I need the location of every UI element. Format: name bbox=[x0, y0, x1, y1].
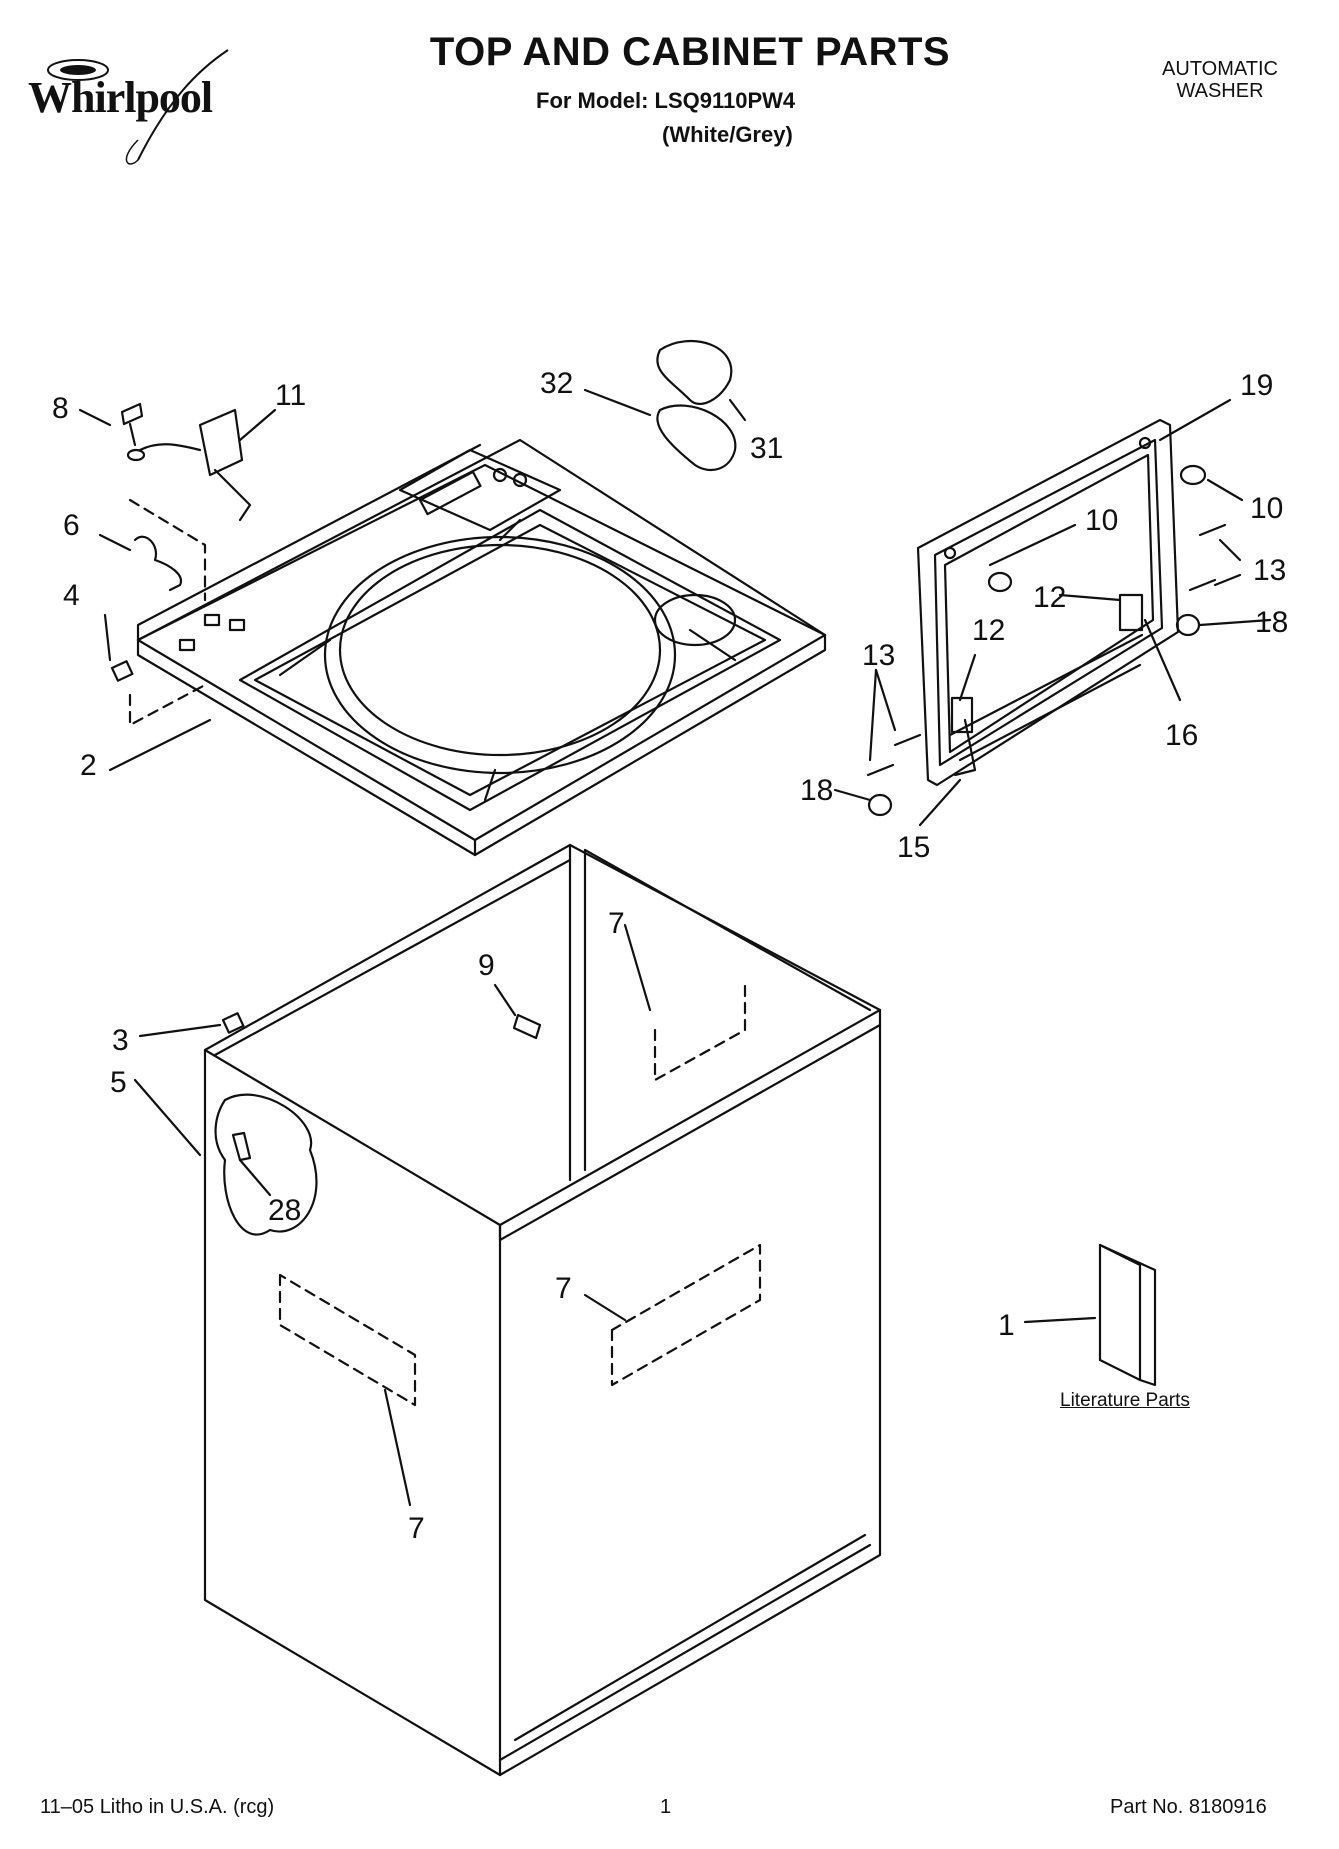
callout-8: 8 bbox=[52, 392, 69, 425]
brand-logo bbox=[47, 49, 229, 165]
callout-1: 1 bbox=[998, 1309, 1015, 1342]
callout-5: 5 bbox=[110, 1066, 127, 1099]
washer-top bbox=[136, 438, 827, 857]
callout-2: 2 bbox=[80, 749, 97, 782]
callout-28: 28 bbox=[268, 1194, 301, 1227]
callout-labels: 8 11 32 31 19 6 4 2 10 10 13 13 12 12 18… bbox=[52, 367, 1288, 1545]
brand-wordmark: Whirlpool bbox=[28, 73, 213, 122]
callout-3: 3 bbox=[112, 1024, 129, 1057]
label-outlines bbox=[128, 498, 762, 1407]
literature-parts-label: Literature Parts bbox=[1060, 1390, 1190, 1411]
callout-13: 13 bbox=[862, 639, 895, 672]
callout-15: 15 bbox=[897, 831, 930, 864]
callout-31: 31 bbox=[750, 432, 783, 465]
callout-10: 10 bbox=[1250, 492, 1283, 525]
model-color: (White/Grey) bbox=[662, 122, 793, 147]
callout-11: 11 bbox=[275, 379, 306, 412]
callout-9: 9 bbox=[478, 949, 495, 982]
small-parts bbox=[110, 340, 1227, 1387]
page-number: 1 bbox=[660, 1796, 672, 1818]
callout-7: 7 bbox=[608, 907, 625, 940]
callout-13: 13 bbox=[1253, 554, 1286, 587]
product-type: AUTOMATIC WASHER bbox=[1150, 58, 1290, 102]
callout-16: 16 bbox=[1165, 719, 1198, 752]
callout-6: 6 bbox=[63, 509, 80, 542]
callout-12: 12 bbox=[1033, 581, 1066, 614]
callout-4: 4 bbox=[63, 579, 80, 612]
part-number: Part No. 8180916 bbox=[1110, 1796, 1267, 1818]
model-number: For Model: LSQ9110PW4 bbox=[536, 88, 796, 113]
leader-arrows bbox=[78, 388, 1272, 1507]
page-title: TOP AND CABINET PARTS bbox=[429, 30, 951, 74]
callout-19: 19 bbox=[1240, 369, 1273, 402]
callout-18: 18 bbox=[1255, 606, 1288, 639]
callout-10: 10 bbox=[1085, 504, 1118, 537]
callout-7: 7 bbox=[408, 1512, 425, 1545]
product-type-line: WASHER bbox=[1176, 80, 1264, 102]
callout-32: 32 bbox=[540, 367, 573, 400]
washer-cabinet bbox=[203, 843, 882, 1777]
callout-7: 7 bbox=[555, 1272, 572, 1305]
callout-18: 18 bbox=[800, 774, 833, 807]
callout-12: 12 bbox=[972, 614, 1005, 647]
washer-lid bbox=[916, 418, 1180, 787]
product-type-line: AUTOMATIC bbox=[1162, 58, 1278, 80]
print-info: 11–05 Litho in U.S.A. (rcg) bbox=[40, 1796, 275, 1818]
